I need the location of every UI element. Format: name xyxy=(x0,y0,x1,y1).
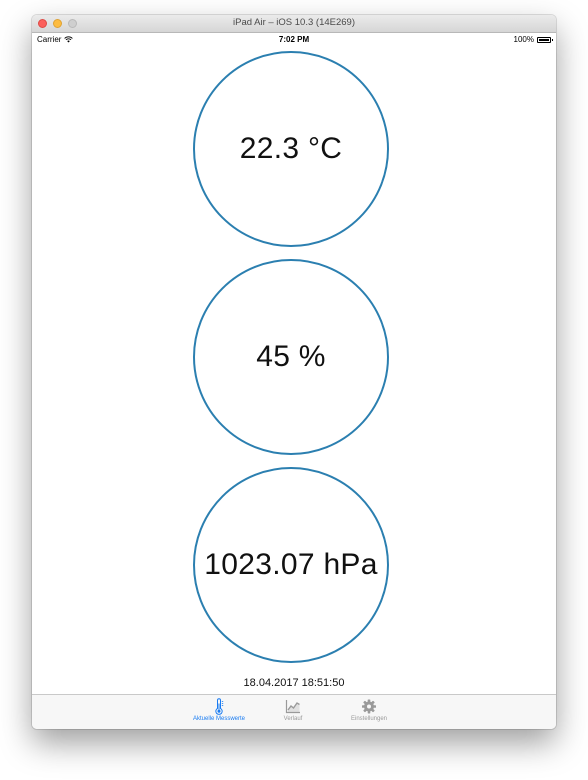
battery-indicator: 100% xyxy=(513,35,553,44)
wifi-icon xyxy=(64,36,74,43)
humidity-value: 45 % xyxy=(256,340,326,373)
carrier-label: Carrier xyxy=(37,35,62,44)
window-titlebar: iPad Air – iOS 10.3 (14E269) xyxy=(32,15,556,33)
tab-current-readings[interactable]: Aktuelle Messwerte xyxy=(177,698,261,722)
thermometer-icon xyxy=(215,698,224,715)
tab-label-history: Verlauf xyxy=(283,716,303,722)
line-chart-icon xyxy=(285,700,300,714)
humidity-gauge: 45 % xyxy=(193,259,389,455)
pressure-value: 1023.07 hPa xyxy=(204,548,378,581)
close-window-button[interactable] xyxy=(38,19,47,28)
battery-icon xyxy=(537,36,553,43)
tab-label-current-readings: Aktuelle Messwerte xyxy=(192,716,246,722)
carrier-indicator: Carrier xyxy=(37,35,74,44)
temperature-gauge: 22.3 °C xyxy=(193,51,389,247)
tab-label-settings: Einstellungen xyxy=(350,716,388,722)
tab-history[interactable]: Verlauf xyxy=(251,698,335,722)
temperature-value: 22.3 °C xyxy=(239,132,343,165)
status-time: 7:02 PM xyxy=(278,35,310,44)
last-updated-timestamp: 18.04.2017 18:51:50 xyxy=(243,677,345,689)
zoom-window-button[interactable] xyxy=(68,19,77,28)
window-title: iPad Air – iOS 10.3 (14E269) xyxy=(233,17,355,28)
simulator-window: iPad Air – iOS 10.3 (14E269) Carrier 7:0… xyxy=(32,15,556,729)
tab-bar: Aktuelle Messwerte Verlauf Eins xyxy=(32,694,556,729)
minimize-window-button[interactable] xyxy=(53,19,62,28)
tab-settings[interactable]: Einstellungen xyxy=(327,698,411,722)
gear-icon xyxy=(362,699,376,714)
pressure-gauge: 1023.07 hPa xyxy=(193,467,389,663)
ios-status-bar: Carrier 7:02 PM 100% xyxy=(32,33,556,46)
battery-percentage: 100% xyxy=(513,35,534,44)
